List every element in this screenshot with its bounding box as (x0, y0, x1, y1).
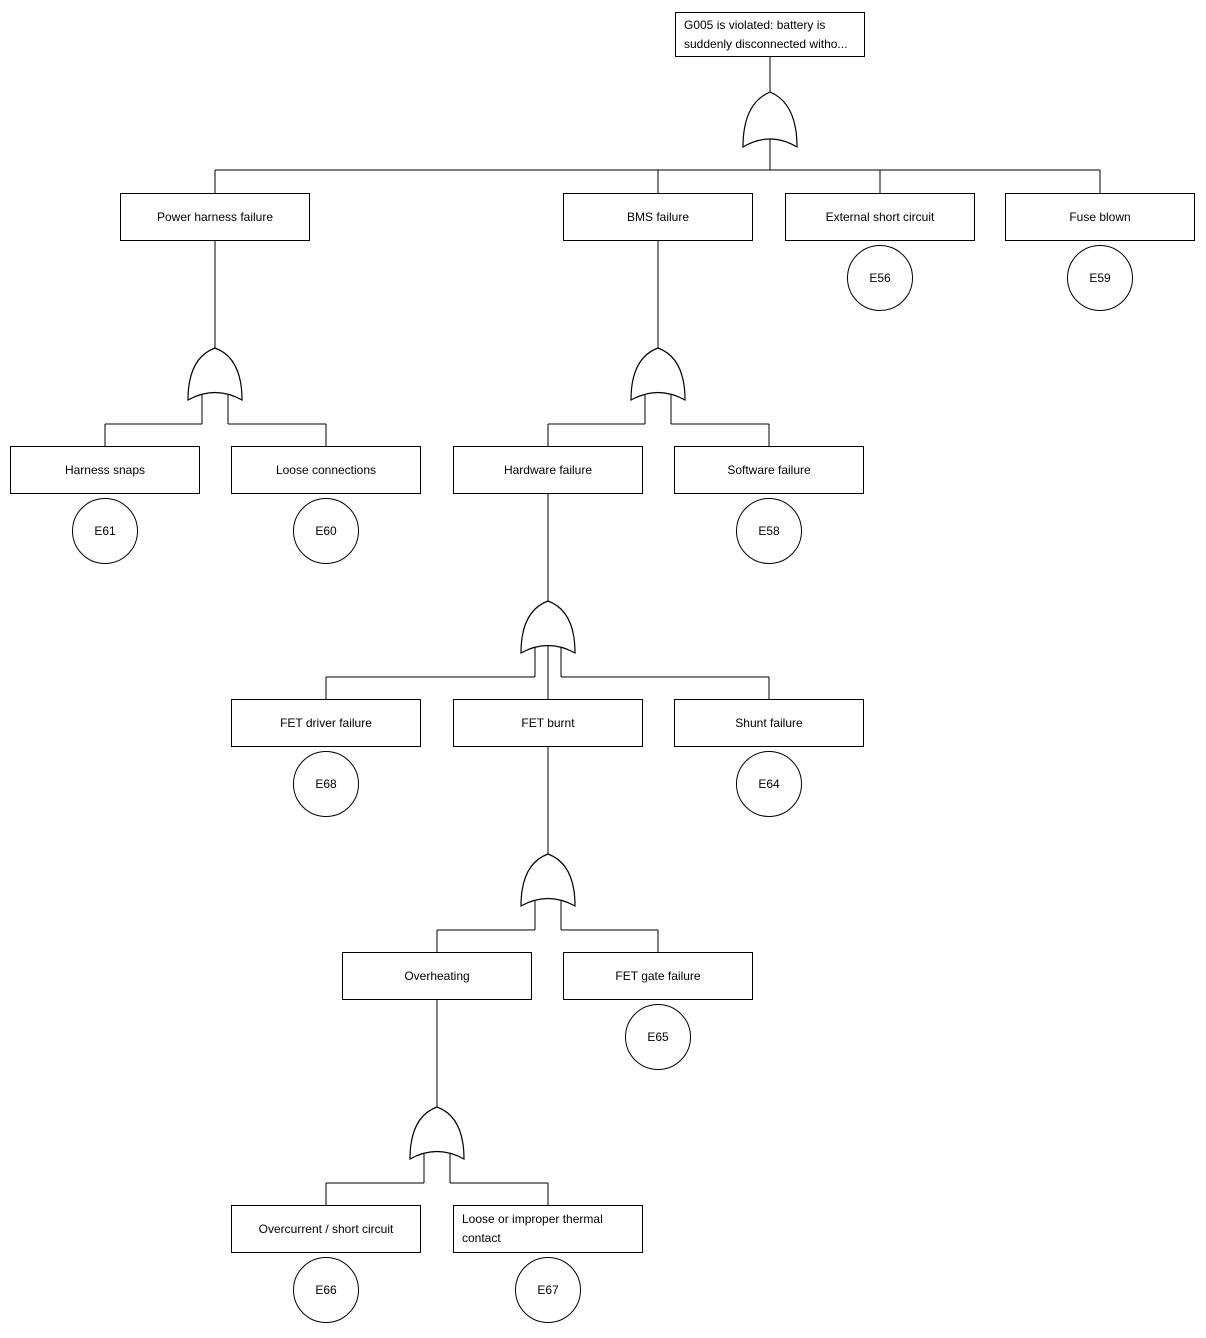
node-label: Loose connections (275, 462, 377, 477)
node-label: Fuse blown (1069, 209, 1131, 224)
gate-symbols (187, 91, 798, 1161)
node-box-external-short-circuit[interactable]: External short circuit (785, 193, 975, 241)
node-label: FET driver failure (280, 715, 372, 730)
event-id-label: E59 (1089, 271, 1111, 285)
basic-event-circle-e67[interactable]: E67 (515, 1257, 581, 1323)
node-label: Overheating (404, 968, 470, 983)
node-box-fet-gate-failure[interactable]: FET gate failure (563, 952, 753, 1000)
event-id-label: E65 (647, 1030, 669, 1044)
node-label: Power harness failure (156, 209, 274, 224)
node-label: BMS failure (626, 209, 690, 224)
node-box-power-harness-failure[interactable]: Power harness failure (120, 193, 310, 241)
event-id-label: E60 (315, 524, 337, 538)
basic-event-circle-e68[interactable]: E68 (293, 751, 359, 817)
basic-event-circle-e60[interactable]: E60 (293, 498, 359, 564)
node-label: FET burnt (521, 715, 575, 730)
event-id-label: E56 (869, 271, 891, 285)
node-label: Harness snaps (64, 462, 146, 477)
node-box-loose-connections[interactable]: Loose connections (231, 446, 421, 494)
or-gate-icon-overheating[interactable] (409, 1106, 465, 1161)
event-id-label: E68 (315, 777, 337, 791)
or-gate-icon-hardware[interactable] (520, 600, 576, 655)
node-box-thermal-contact[interactable]: Loose or improper thermal contact (453, 1205, 643, 1253)
basic-event-circle-e61[interactable]: E61 (72, 498, 138, 564)
node-box-fuse-blown[interactable]: Fuse blown (1005, 193, 1195, 241)
node-box-fet-burnt[interactable]: FET burnt (453, 699, 643, 747)
node-box-shunt-failure[interactable]: Shunt failure (674, 699, 864, 747)
node-label: Software failure (727, 462, 811, 477)
or-gate-icon-top-event[interactable] (742, 91, 798, 149)
basic-event-circle-e59[interactable]: E59 (1067, 245, 1133, 311)
node-box-bms-failure[interactable]: BMS failure (563, 193, 753, 241)
basic-event-circle-e66[interactable]: E66 (293, 1257, 359, 1323)
node-label: Overcurrent / short circuit (258, 1221, 394, 1236)
node-box-fet-driver-failure[interactable]: FET driver failure (231, 699, 421, 747)
node-box-software-failure[interactable]: Software failure (674, 446, 864, 494)
or-gate-icon-power-harness[interactable] (187, 347, 243, 402)
basic-event-circle-e58[interactable]: E58 (736, 498, 802, 564)
node-box-overheating[interactable]: Overheating (342, 952, 532, 1000)
node-label: External short circuit (825, 209, 935, 224)
node-label: Hardware failure (503, 462, 593, 477)
basic-event-circle-e56[interactable]: E56 (847, 245, 913, 311)
node-box-top-event[interactable]: G005 is violated: battery is suddenly di… (675, 12, 865, 57)
event-id-label: E58 (758, 524, 780, 538)
event-id-label: E67 (537, 1283, 559, 1297)
event-id-label: E61 (94, 524, 116, 538)
node-box-hardware-failure[interactable]: Hardware failure (453, 446, 643, 494)
node-label: FET gate failure (615, 968, 701, 983)
node-box-overcurrent-short-circuit[interactable]: Overcurrent / short circuit (231, 1205, 421, 1253)
event-id-label: E64 (758, 777, 780, 791)
basic-event-circle-e64[interactable]: E64 (736, 751, 802, 817)
or-gate-icon-fet-burnt[interactable] (520, 853, 576, 908)
event-id-label: E66 (315, 1283, 337, 1297)
basic-event-circle-e65[interactable]: E65 (625, 1004, 691, 1070)
node-label: Shunt failure (735, 715, 803, 730)
node-label: Loose or improper thermal contact (462, 1212, 603, 1245)
connector-lines (104, 57, 1101, 1205)
node-label: G005 is violated: battery is suddenly di… (684, 17, 848, 51)
or-gate-icon-bms[interactable] (630, 347, 686, 402)
node-box-harness-snaps[interactable]: Harness snaps (10, 446, 200, 494)
